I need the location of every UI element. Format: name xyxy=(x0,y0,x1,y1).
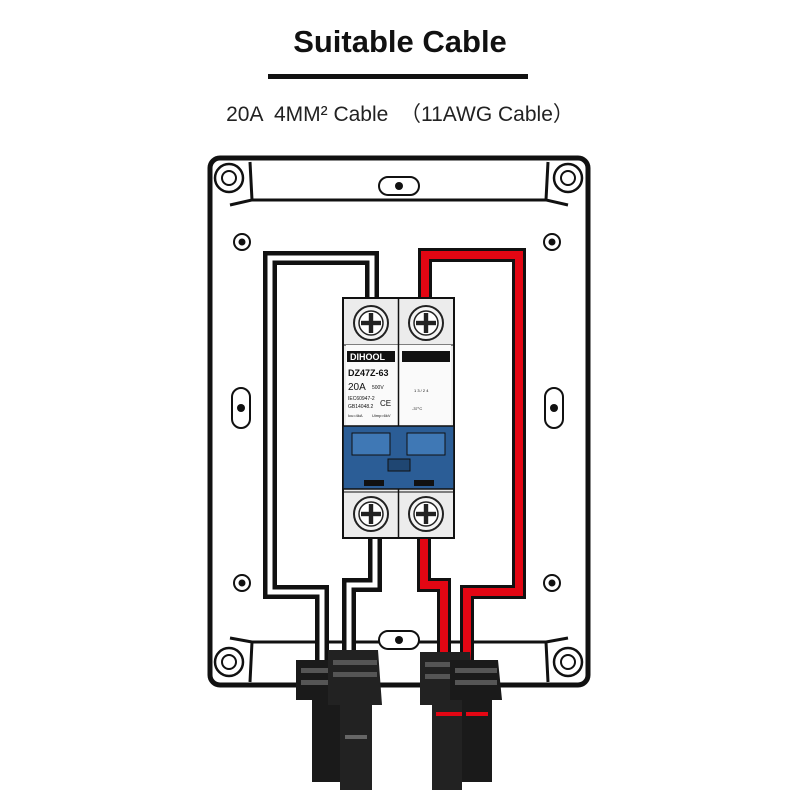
mounting-slot-icon xyxy=(231,387,251,429)
mounting-slot-icon xyxy=(378,176,420,196)
circuit-breaker: DIHOOL DZ47Z-63 20A 500V IEC60947-2 GB14… xyxy=(342,297,455,539)
spec-label: Icu=4kA xyxy=(348,413,363,418)
phillips-screw-icon xyxy=(353,496,389,532)
spec-label: Uimp=6kV xyxy=(372,413,391,418)
page-title: Suitable Cable xyxy=(293,24,507,59)
phillips-screw-icon xyxy=(408,305,444,341)
brand-badge xyxy=(347,351,395,362)
mounting-hole-icon xyxy=(552,646,584,678)
voltage-label: 500V xyxy=(372,385,384,391)
phillips-screw-icon xyxy=(408,496,444,532)
phillips-screw-icon xyxy=(353,305,389,341)
cable-spec-subtitle: 20A 4MM² Cable （11AWG Cable） xyxy=(226,103,574,126)
terminal-marks: 1 3 / 2 4 xyxy=(414,388,429,393)
brand-label: DIHOOL xyxy=(350,352,386,362)
ce-mark: CE xyxy=(380,399,391,408)
screw-hole-icon xyxy=(233,574,251,592)
temp-mark: -37°C xyxy=(412,406,422,411)
standard-label: GB14048.2 xyxy=(348,404,374,410)
rating-label: 20A xyxy=(348,382,366,393)
screw-hole-icon xyxy=(543,233,561,251)
screw-hole-icon xyxy=(233,233,251,251)
model-label: DZ47Z-63 xyxy=(348,368,389,378)
breaker-toggle xyxy=(342,425,455,490)
standard-label: IEC60947-2 xyxy=(348,396,375,402)
mc4-connector-icon xyxy=(450,660,502,782)
title-underline xyxy=(268,74,528,79)
negative-cable xyxy=(263,251,382,665)
mounting-hole-icon xyxy=(213,162,245,194)
mounting-slot-icon xyxy=(378,630,420,650)
label-strip xyxy=(402,351,450,362)
screw-hole-icon xyxy=(543,574,561,592)
mounting-hole-icon xyxy=(213,646,245,678)
mounting-hole-icon xyxy=(552,162,584,194)
mc4-connector-icon xyxy=(328,650,382,790)
positive-cable xyxy=(417,248,526,665)
mounting-slot-icon xyxy=(544,387,564,429)
